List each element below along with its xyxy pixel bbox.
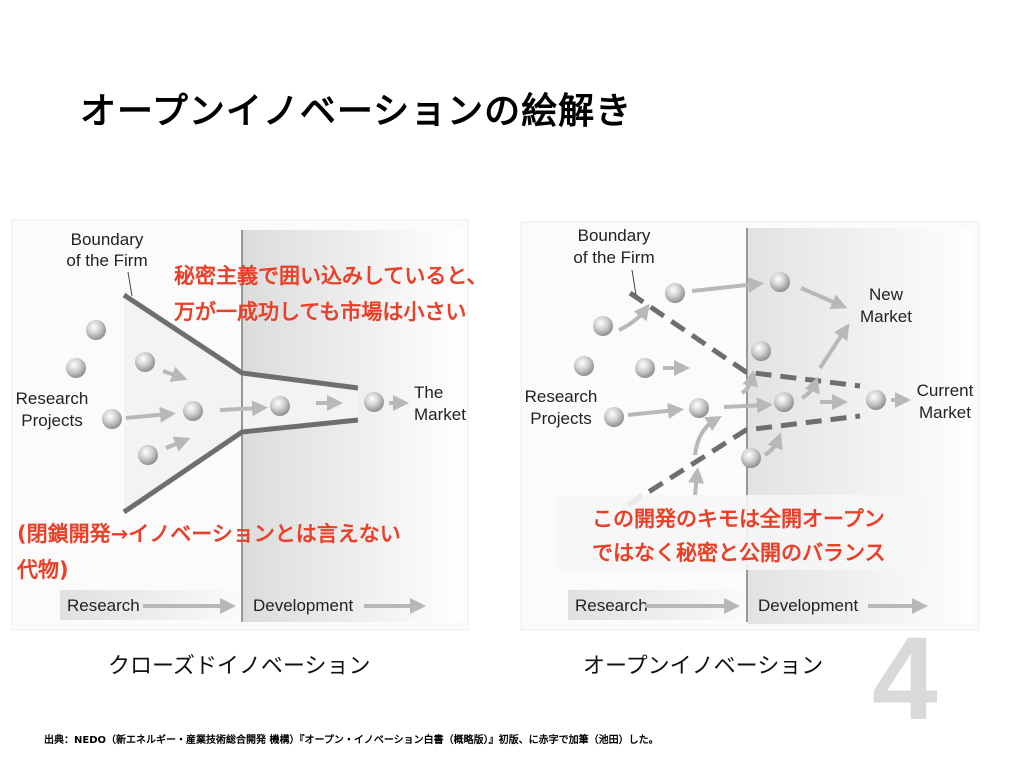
project-ball <box>135 352 155 372</box>
project-ball <box>741 448 761 468</box>
slide-title: オープンイノベーションの絵解き <box>80 90 633 132</box>
project-ball <box>866 390 886 410</box>
project-ball <box>270 396 290 416</box>
new-market-label: New <box>869 285 904 304</box>
flow-arrow <box>723 397 773 414</box>
boundary-line-bottom <box>626 413 861 508</box>
flow-arrow <box>800 286 848 310</box>
funnel-fill <box>124 295 358 512</box>
research-projects-label: Projects <box>21 411 82 430</box>
flow-arrow <box>125 406 176 423</box>
flow-arrow <box>162 366 188 382</box>
project-balls <box>574 272 886 468</box>
current-market-label: Current <box>917 381 974 400</box>
research-projects-label: Research <box>525 387 598 406</box>
project-ball <box>574 356 594 376</box>
project-ball <box>138 445 158 465</box>
closed-innovation-caption: クローズドイノベーション <box>108 654 371 679</box>
flow-arrow <box>740 370 759 395</box>
open-innovation-caption: オープンイノベーション <box>583 654 824 679</box>
flow-arrow <box>691 276 764 293</box>
project-ball <box>774 392 794 412</box>
project-balls <box>66 320 384 465</box>
flow-arrow <box>818 323 850 370</box>
annotation-closed-dev: 代物) <box>16 558 69 582</box>
project-ball <box>86 320 106 340</box>
flow-arrow <box>165 436 191 452</box>
annotation-balance: ではなく秘密と公開のバランス <box>592 541 886 565</box>
axis-research-label: Research <box>67 596 140 615</box>
boundary-pointer <box>631 269 637 296</box>
flow-arrows <box>618 276 911 496</box>
flow-arrow <box>627 402 684 419</box>
project-ball <box>183 401 203 421</box>
axis-development-label: Development <box>253 596 353 615</box>
project-ball <box>689 398 709 418</box>
current-market-label: Market <box>919 403 971 422</box>
boundary-label: of the Firm <box>66 251 147 270</box>
flow-arrow <box>763 432 783 457</box>
project-ball <box>604 407 624 427</box>
project-ball <box>593 316 613 336</box>
annotation-balance: この開発のキモは全開オープン <box>592 507 885 531</box>
annotation-background <box>556 495 928 570</box>
project-ball <box>66 358 86 378</box>
boundary-label: Boundary <box>71 230 144 249</box>
axis-research-label: Research <box>575 596 648 615</box>
flow-arrow <box>688 467 705 496</box>
market-label: The <box>414 383 443 402</box>
research-projects-label: Projects <box>530 409 591 428</box>
source-citation: 出典：NEDO（新エネルギー・産業技術総合開発 機構）『オープン・イノベーション… <box>44 735 659 746</box>
axis-development-label: Development <box>758 596 858 615</box>
project-ball <box>364 392 384 412</box>
flow-arrow <box>219 400 268 417</box>
project-ball <box>770 272 790 292</box>
new-market-label: Market <box>860 307 912 326</box>
research-projects-label: Research <box>16 389 89 408</box>
project-ball <box>665 283 685 303</box>
flow-arrows <box>125 366 409 452</box>
annotation-closed-dev: (閉鎖開発→イノベーションとは言えない <box>17 522 401 546</box>
boundary-line-top <box>122 292 359 391</box>
annotation-secrecy: 万が一成功しても市場は小さい <box>173 300 466 324</box>
closed-innovation-diagram: Boundary of the Firm Research Projects T… <box>11 219 488 631</box>
project-ball <box>635 358 655 378</box>
flow-arrow <box>800 376 820 400</box>
open-innovation-diagram: Boundary of the Firm Research Projects N… <box>520 221 980 631</box>
flow-arrow <box>618 303 650 332</box>
boundary-label: Boundary <box>578 226 651 245</box>
annotation-secrecy: 秘密主義で囲い込みしていると、 <box>174 264 488 288</box>
page-number: 4 <box>872 613 938 745</box>
boundary-label: of the Firm <box>573 248 654 267</box>
project-ball <box>102 409 122 429</box>
market-label: Market <box>414 405 466 424</box>
boundary-line-bottom <box>122 417 359 515</box>
boundary-pointer <box>127 271 133 297</box>
project-ball <box>751 341 771 361</box>
flow-arrow <box>693 415 722 456</box>
